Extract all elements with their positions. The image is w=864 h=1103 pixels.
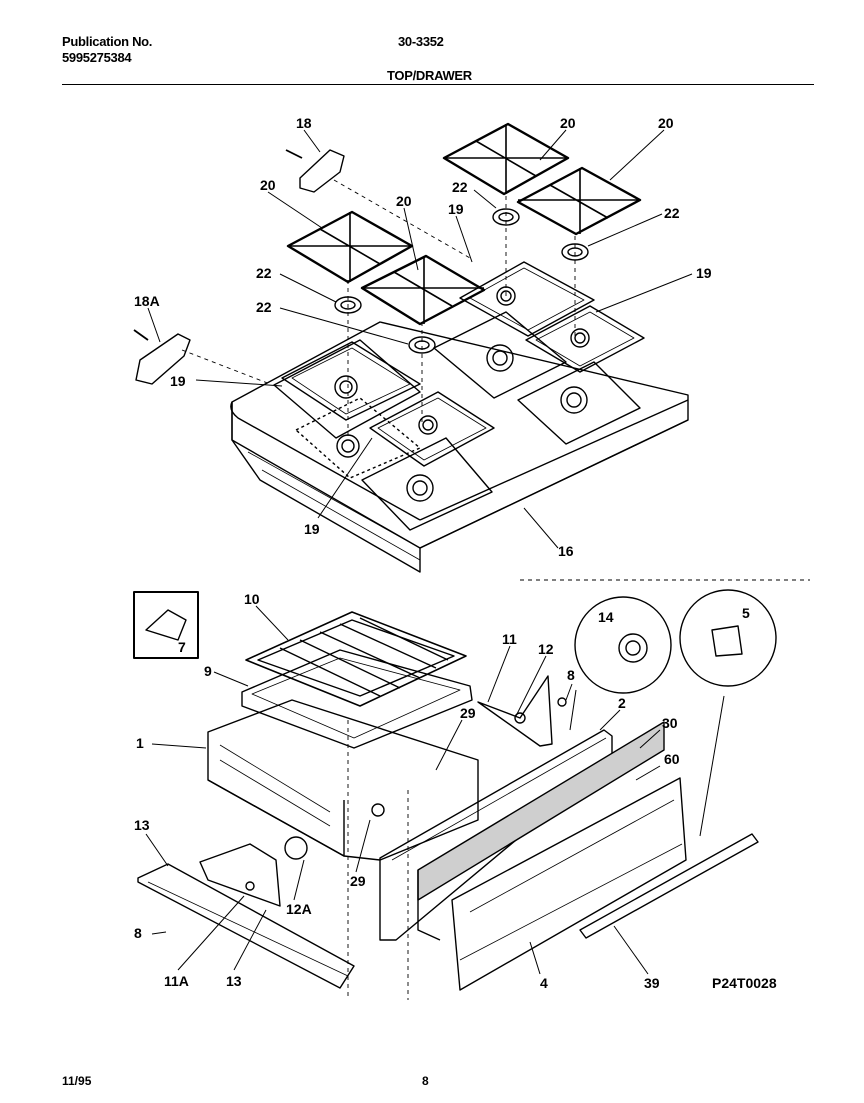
bracket-11a-and-12a	[199, 836, 308, 907]
callout-60: 60	[664, 751, 680, 767]
callout-14: 14	[598, 609, 614, 625]
cooktop-main-top-16	[230, 321, 689, 573]
broiler-pan-9	[241, 649, 473, 749]
bracket-11-12	[477, 675, 567, 747]
burner-plate-19-right	[525, 305, 645, 373]
callout-18a: 18A	[134, 293, 160, 309]
insulation-30-60	[417, 721, 665, 941]
trim-strip-39	[579, 833, 759, 939]
callout-39: 39	[644, 975, 660, 991]
callout-18: 18	[296, 115, 312, 131]
callout-22-right: 22	[664, 205, 680, 221]
drawer-body-1	[207, 699, 479, 861]
alignment-lines-bottom	[347, 579, 810, 1000]
callout-8-upper: 8	[567, 667, 575, 683]
burner-plate-19-left-rear	[281, 341, 421, 421]
burner-pan-rear-right	[517, 361, 641, 445]
callout-19-left: 19	[170, 373, 186, 389]
burner-pan-rear-center	[433, 311, 567, 399]
footer-page-number: 8	[422, 1074, 429, 1088]
callout-20-rear: 20	[560, 115, 576, 131]
callout-20-center: 20	[396, 193, 412, 209]
callout-22-left: 22	[256, 265, 272, 281]
callout-16: 16	[558, 543, 574, 559]
model-number: 30-3352	[398, 34, 444, 49]
burner-plate-19-left	[369, 391, 495, 467]
publication-label: Publication No.	[62, 34, 153, 49]
burner-grate-20-rear-right	[516, 166, 642, 236]
callout-2: 2	[618, 695, 626, 711]
callout-19-front: 19	[304, 521, 320, 537]
burner-grate-20-rear-left	[442, 122, 570, 196]
callout-30: 30	[662, 715, 678, 731]
part-14-detail	[569, 596, 672, 731]
callout-13-upper: 13	[134, 817, 150, 833]
burner-pan-front-center	[361, 437, 493, 531]
callout-1: 1	[136, 735, 144, 751]
callout-11a: 11A	[164, 973, 189, 989]
slide-rail-13	[137, 863, 355, 989]
burner-grate-20-center	[360, 254, 486, 326]
callout-12: 12	[538, 641, 554, 657]
callout-19-right: 19	[696, 265, 712, 281]
callout-20-right: 20	[658, 115, 674, 131]
publication-number: 5995275384	[62, 50, 132, 65]
hinge-bracket-18	[285, 149, 345, 193]
header-rule	[62, 84, 814, 85]
callout-12a: 12A	[286, 901, 312, 917]
callout-11: 11	[502, 631, 517, 647]
callout-22-center: 22	[256, 299, 272, 315]
hinge-bracket-18a	[133, 329, 191, 385]
callout-9: 9	[204, 663, 212, 679]
callout-4: 4	[540, 975, 548, 991]
part-5-detail	[679, 589, 777, 837]
callout-22-rear: 22	[452, 179, 468, 195]
callout-29-upper: 29	[460, 705, 476, 721]
footer-date: 11/95	[62, 1074, 92, 1088]
leader-lines	[145, 129, 693, 975]
callout-13-lower: 13	[226, 973, 242, 989]
burner-pan-front-left-lower	[295, 397, 421, 479]
section-title: TOP/DRAWER	[387, 68, 472, 83]
callout-5: 5	[742, 605, 750, 621]
callout-10: 10	[244, 591, 260, 607]
figure-code: P24T0028	[712, 975, 777, 991]
burner-pan-front-left	[273, 339, 421, 439]
callout-7: 7	[178, 639, 186, 655]
broiler-grid-10	[245, 611, 467, 707]
callout-8-lower: 8	[134, 925, 142, 941]
burner-grate-20-left	[286, 210, 414, 284]
callout-19-rear: 19	[448, 201, 464, 217]
part-7-inset	[133, 591, 199, 659]
callout-29-lower: 29	[350, 873, 366, 889]
callout-20-left: 20	[260, 177, 276, 193]
drawer-panel-4	[451, 777, 687, 991]
alignment-lines-top	[181, 179, 576, 436]
